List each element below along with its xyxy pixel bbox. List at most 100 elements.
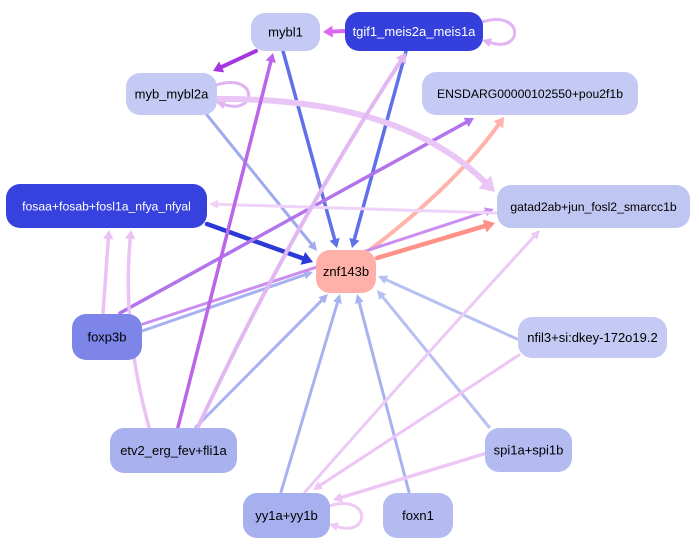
node-shape[interactable] [518, 317, 667, 358]
arrowhead-icon [329, 522, 339, 531]
edge-line [381, 295, 491, 429]
edge-line [303, 235, 536, 494]
edge-line [374, 223, 487, 261]
edge-nfil3-znf143b [378, 275, 519, 341]
node-shape[interactable] [6, 184, 207, 228]
node-label: foxn1 [402, 508, 434, 523]
edge-line [101, 237, 111, 315]
node-yy1a[interactable]: yy1a+yy1b [243, 493, 330, 538]
edge-mybl1-myb-mybl2a [213, 49, 258, 73]
node-label: znf143b [323, 264, 369, 279]
arrowhead-icon [323, 25, 333, 38]
arrowhead-icon [300, 252, 313, 265]
node-etv2[interactable]: etv2_erg_fev+fli1a [110, 428, 237, 473]
edge-line [195, 59, 403, 431]
node-ensdarg-pou2f1b[interactable]: ENSDARG00000102550+pou2f1b [422, 72, 638, 115]
node-label: myb_mybl2a [135, 87, 209, 102]
edge-spi1a-znf143b [377, 290, 491, 429]
edge-spi1a-yy1a [333, 451, 489, 503]
node-label: tgif1_meis2a_meis1a [353, 24, 477, 39]
edge-line [216, 202, 498, 215]
node-myb-mybl2a[interactable]: myb_mybl2a [126, 73, 217, 115]
node-nfil3[interactable]: nfil3+si:dkey-172o19.2 [518, 317, 667, 358]
edge-tgif1-znf143b [349, 49, 408, 248]
arrowhead-icon [209, 199, 219, 209]
node-shape[interactable] [485, 428, 572, 472]
node-tgif1[interactable]: tgif1_meis2a_meis1a [345, 12, 483, 51]
edge-line [214, 81, 251, 108]
node-shape[interactable] [243, 493, 330, 538]
node-mybl1[interactable]: mybl1 [251, 13, 320, 51]
edge-znf143b-ensdarg-pou2f1b [369, 117, 504, 251]
node-shape[interactable] [110, 428, 237, 473]
arrowhead-icon [313, 481, 323, 490]
node-shape[interactable] [383, 493, 453, 538]
node-fosaa-nfya[interactable]: fosaa+fosab+fosl1a_nfya_nfyal [6, 184, 207, 228]
arrowhead-icon [395, 53, 406, 65]
arrowhead-icon [463, 117, 474, 127]
edge-etv2-tgif1 [195, 53, 406, 431]
node-shape[interactable] [345, 12, 483, 51]
arrowhead-icon [333, 294, 342, 304]
edge-line [176, 59, 273, 429]
arrowhead-icon [493, 117, 504, 129]
arrowhead-icon [378, 275, 389, 284]
edge-line [384, 278, 519, 341]
node-label: mybl1 [268, 25, 303, 40]
edge-line [279, 301, 339, 494]
arrowhead-icon [124, 230, 136, 240]
arrowhead-icon [482, 38, 492, 47]
edge-myb-mybl2a-gatad2ab [215, 95, 495, 192]
edge-layer [101, 18, 540, 531]
edge-myb-mybl2a-znf143b [205, 113, 317, 251]
edge-line [357, 301, 411, 494]
edge-etv2-mybl1 [176, 53, 276, 429]
edge-line [339, 451, 489, 500]
arrowhead-icon [530, 230, 540, 240]
edge-gatad2ab-fosaa-nfya [209, 199, 498, 215]
node-shape[interactable] [422, 72, 638, 115]
edge-myb-mybl2a-myb-mybl2a [214, 81, 251, 109]
arrowhead-icon [478, 175, 495, 192]
edge-yy1a-gatad2ab [303, 230, 540, 494]
edge-line [118, 120, 468, 315]
arrowhead-icon [265, 53, 276, 64]
arrowhead-icon [213, 61, 225, 73]
edge-foxp3b-ensdarg-pou2f1b [118, 117, 474, 315]
edge-tgif1-mybl1 [323, 25, 347, 38]
node-label: etv2_erg_fev+fli1a [120, 443, 227, 458]
edge-line [219, 49, 258, 69]
edge-nfil3-yy1a [313, 353, 521, 490]
edge-line [141, 210, 487, 326]
edge-line [319, 353, 521, 487]
edge-yy1a-yy1a [327, 502, 364, 531]
node-shape[interactable] [251, 13, 320, 51]
node-label: gatad2ab+jun_fosl2_smarcc1b [510, 200, 677, 214]
node-label: yy1a+yy1b [255, 508, 318, 523]
arrowhead-icon [377, 290, 387, 300]
node-shape[interactable] [72, 314, 142, 360]
arrowhead-icon [216, 100, 226, 109]
node-shape[interactable] [126, 73, 217, 115]
arrowhead-icon [482, 219, 495, 233]
edge-foxp3b-fosaa-nfya [101, 230, 114, 315]
edge-line [140, 273, 306, 333]
node-foxn1[interactable]: foxn1 [383, 493, 453, 538]
edge-line [215, 95, 488, 185]
edge-foxn1-znf143b [354, 294, 411, 494]
arrowhead-icon [103, 230, 114, 240]
node-foxp3b[interactable]: foxp3b [72, 314, 142, 360]
node-znf143b[interactable]: znf143b [316, 250, 376, 293]
node-layer: mybl1 tgif1_meis2a_meis1a myb_mybl2a ENSDAR… [6, 12, 690, 538]
edge-etv2-znf143b [194, 294, 328, 429]
node-label: spi1a+spi1b [494, 443, 564, 458]
arrowhead-icon [333, 492, 344, 503]
arrowhead-icon [318, 294, 328, 304]
node-shape[interactable] [497, 185, 690, 228]
node-spi1a[interactable]: spi1a+spi1b [485, 428, 572, 472]
node-gatad2ab[interactable]: gatad2ab+jun_fosl2_smarcc1b [497, 185, 690, 228]
edge-yy1a-znf143b [279, 294, 342, 494]
node-shape[interactable] [316, 250, 376, 293]
